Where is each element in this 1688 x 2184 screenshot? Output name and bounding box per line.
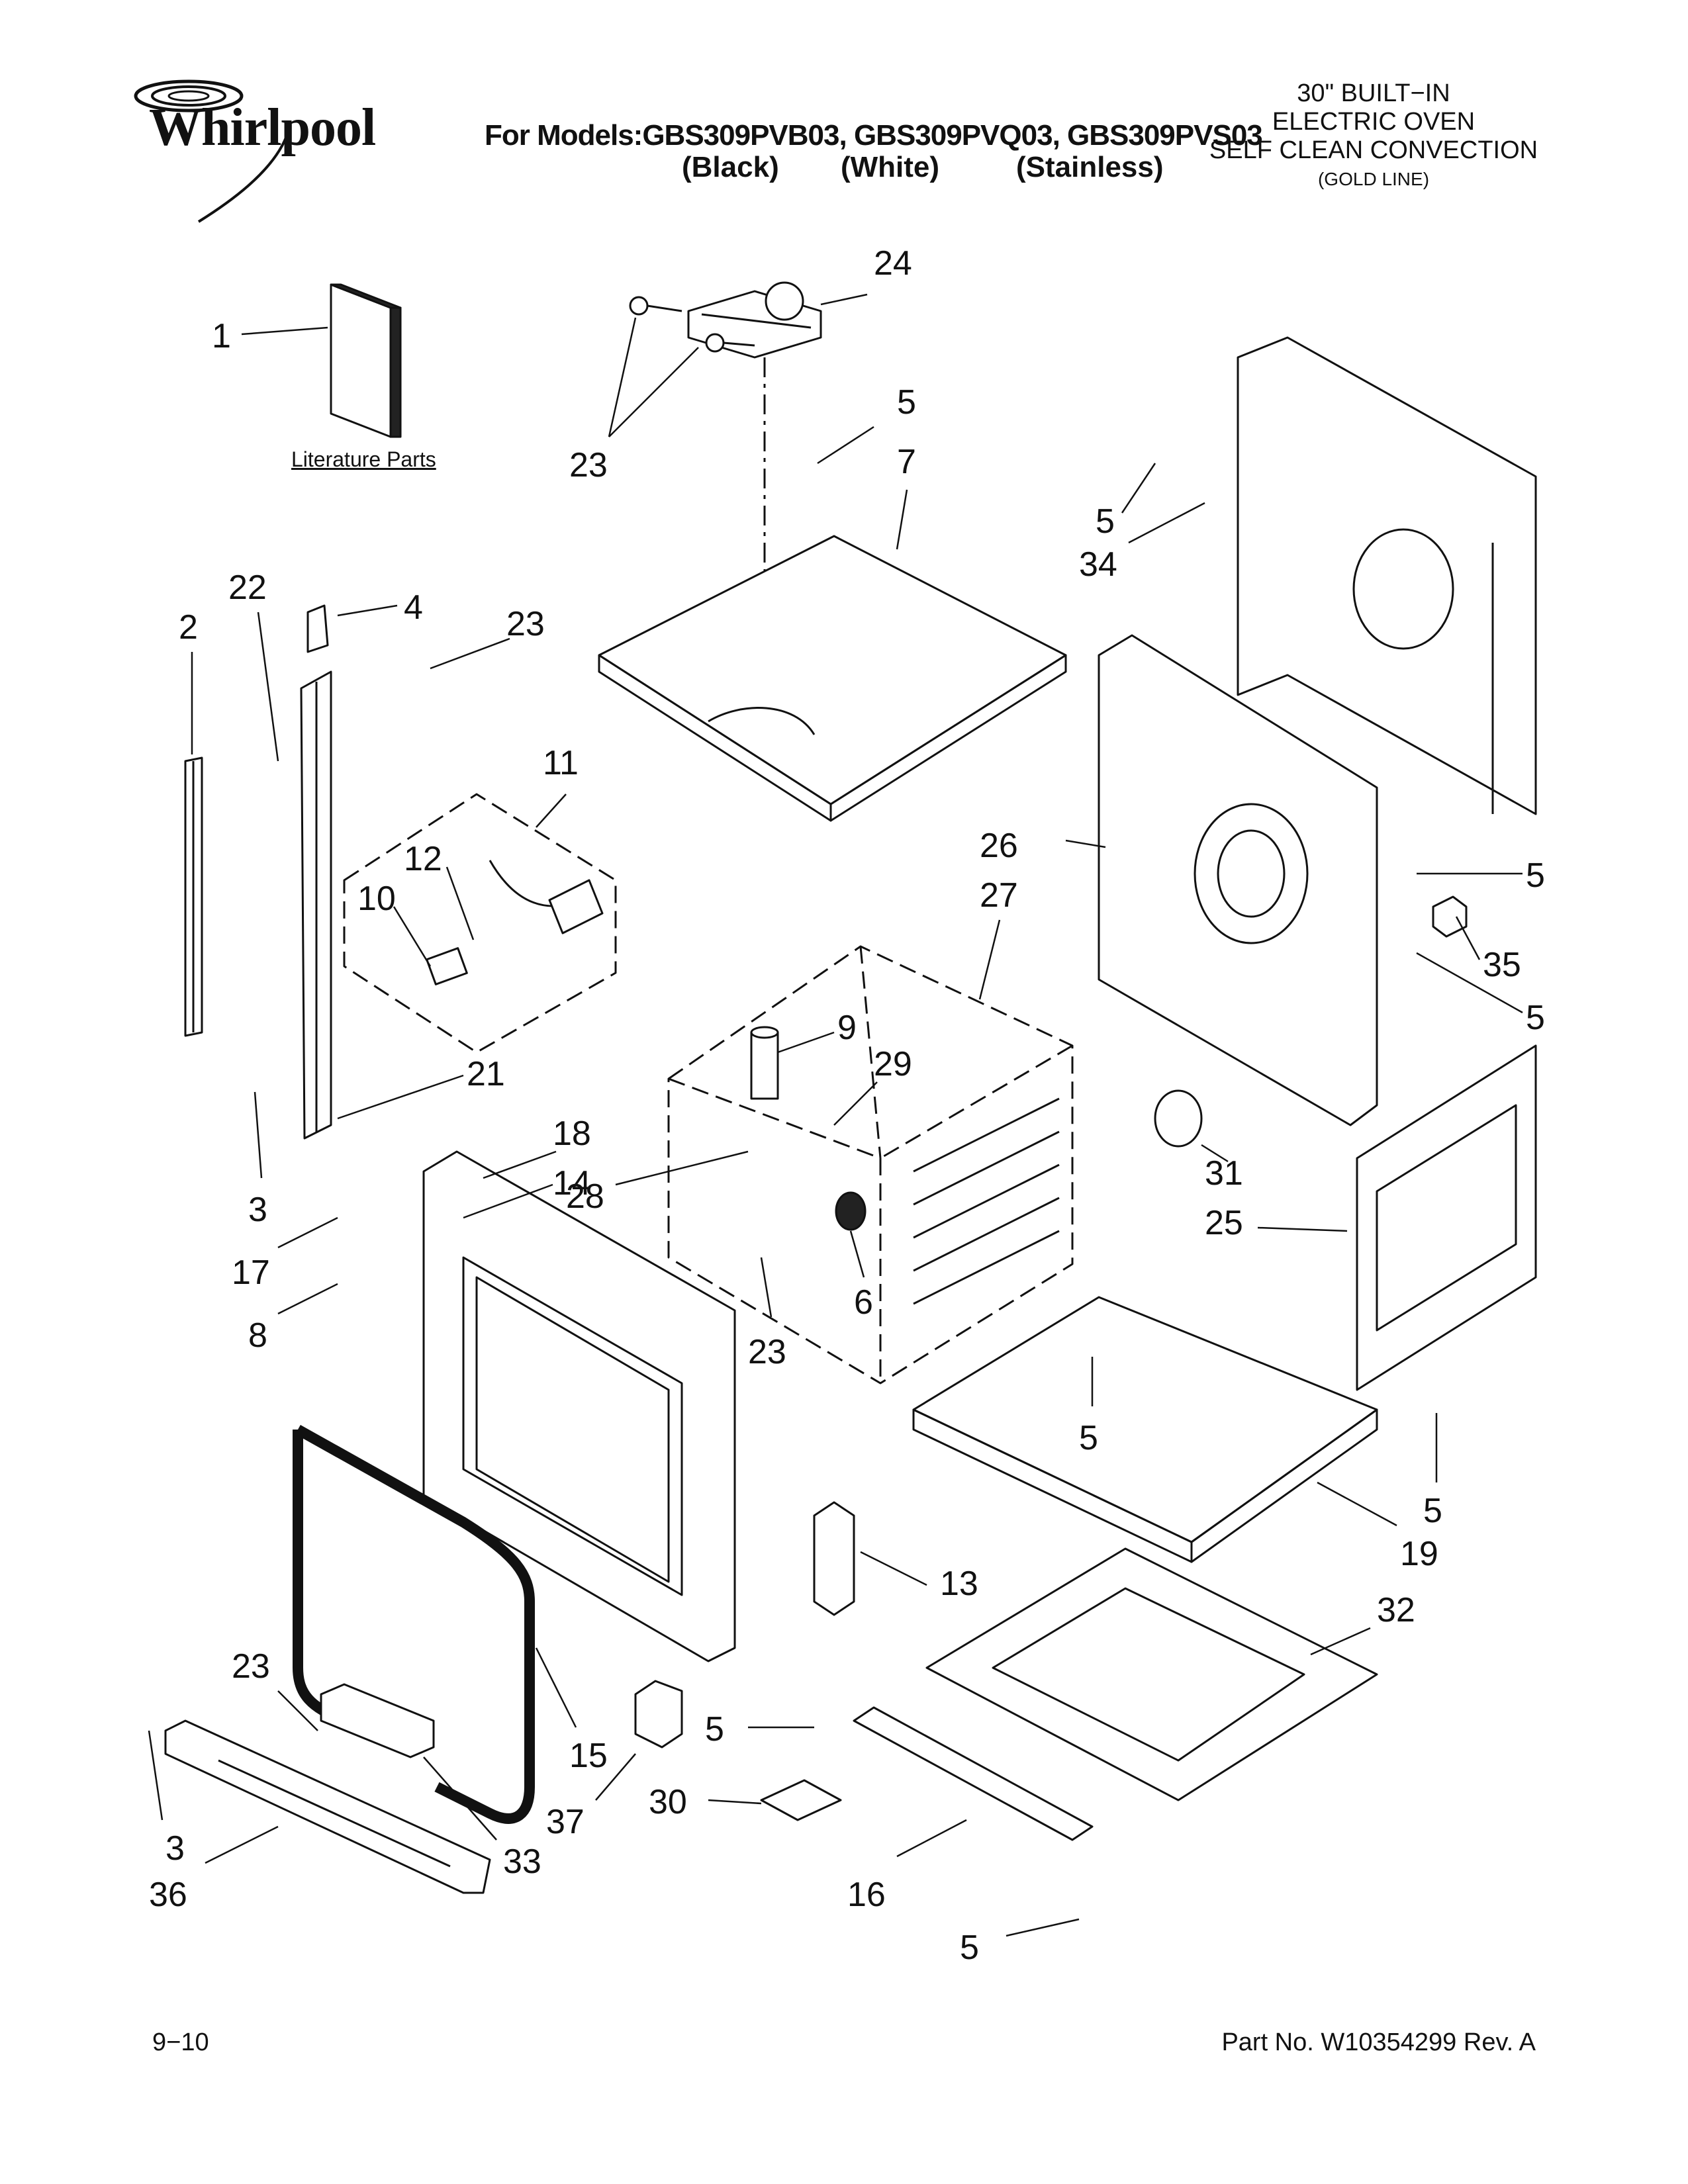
part-knob <box>835 1191 867 1231</box>
part-small-clip <box>1432 895 1468 938</box>
callout-5: 5 <box>1079 1419 1098 1457</box>
callout-18: 18 <box>553 1115 591 1153</box>
callout-23: 23 <box>748 1333 786 1371</box>
callout-5: 5 <box>897 383 916 422</box>
product-line-1: 30" BUILT−IN <box>1297 79 1450 107</box>
callout-12: 12 <box>404 840 442 878</box>
part-rear-panel <box>1237 336 1537 815</box>
part-bottom-panel <box>912 1296 1378 1563</box>
product-line-2: ELECTRIC OVEN <box>1272 108 1476 136</box>
callout-23: 23 <box>232 1647 270 1686</box>
callout-23: 23 <box>569 446 608 484</box>
date-code: 9−10 <box>152 2028 209 2056</box>
callout-34: 34 <box>1079 545 1117 584</box>
part-light-assembly-box <box>343 793 617 1054</box>
callout-28: 28 <box>566 1177 604 1216</box>
part-front-frame <box>422 1150 736 1662</box>
product-line-4: (GOLD LINE) <box>1317 169 1430 189</box>
color-stainless: (Stainless) <box>1016 151 1164 183</box>
callout-17: 17 <box>232 1253 270 1292</box>
callout-9: 9 <box>837 1009 857 1047</box>
part-element-mount <box>750 1026 779 1100</box>
part-toe-kick-vent <box>164 1719 491 1894</box>
part-base-pan <box>925 1547 1378 1801</box>
callout-3: 3 <box>248 1191 267 1229</box>
leader-lines <box>148 293 1523 1937</box>
part-cavity-rack-ribs <box>913 1097 1060 1305</box>
part-small-bracket <box>760 1779 842 1821</box>
part-number: Part No. W10354299 Rev. A <box>1221 2028 1536 2056</box>
callout-27: 27 <box>980 876 1018 915</box>
part-literature-booklet <box>330 283 402 438</box>
whirlpool-logo-text: Whirlpool <box>149 99 376 157</box>
callout-6: 6 <box>854 1283 873 1322</box>
callout-24: 24 <box>874 244 912 283</box>
callout-labels: 1 24 23 5 7 5 34 2 22 4 23 11 12 10 26 2… <box>149 244 1545 1967</box>
callout-30: 30 <box>649 1783 687 1821</box>
literature-parts-label: Literature Parts <box>291 447 436 471</box>
callout-5: 5 <box>1423 1492 1442 1530</box>
product-description: 30" BUILT−IN ELECTRIC OVEN SELF CLEAN CO… <box>1201 79 1546 193</box>
callout-36: 36 <box>149 1876 187 1914</box>
part-vent-strip <box>300 604 332 1140</box>
callout-21: 21 <box>467 1055 505 1093</box>
screw-icon <box>629 296 755 353</box>
models-line: For Models:GBS309PVB03, GBS309PVQ03, GBS… <box>485 119 1263 152</box>
callout-14: 14 <box>553 1164 591 1203</box>
callout-11: 11 <box>543 744 579 782</box>
callout-5: 5 <box>1096 502 1115 541</box>
callout-29: 29 <box>874 1045 912 1083</box>
callout-23: 23 <box>506 605 545 643</box>
callout-26: 26 <box>980 827 1018 865</box>
callout-1: 1 <box>212 317 231 355</box>
part-side-trim-strip <box>184 756 203 1037</box>
callout-5: 5 <box>1526 856 1545 895</box>
part-thermostat <box>1154 1089 1203 1148</box>
callout-22: 22 <box>228 569 267 607</box>
callout-5: 5 <box>1526 999 1545 1037</box>
callout-7: 7 <box>897 443 916 481</box>
callout-37: 37 <box>546 1803 585 1841</box>
whirlpool-logo-swoosh <box>134 79 289 223</box>
color-white: (White) <box>841 151 940 183</box>
part-side-panel <box>1356 1044 1537 1391</box>
callout-31: 31 <box>1205 1154 1243 1193</box>
part-lower-strip <box>853 1706 1094 1841</box>
callout-5: 5 <box>705 1710 724 1749</box>
part-top-panel <box>598 535 1067 822</box>
part-oven-cavity <box>667 945 1074 1385</box>
part-clip <box>634 1680 683 1749</box>
part-convection-cover <box>1098 634 1378 1126</box>
callout-32: 32 <box>1377 1591 1415 1629</box>
callout-15: 15 <box>569 1737 608 1775</box>
callout-3: 3 <box>165 1829 185 1868</box>
part-lower-bracket <box>320 1683 435 1758</box>
callout-16: 16 <box>847 1876 886 1914</box>
callout-33: 33 <box>503 1843 541 1881</box>
callout-5: 5 <box>960 1929 979 1967</box>
color-black: (Black) <box>682 151 779 183</box>
callout-13: 13 <box>940 1565 978 1603</box>
callout-25: 25 <box>1205 1204 1243 1242</box>
part-hinge <box>813 1501 855 1616</box>
callout-35: 35 <box>1483 946 1521 984</box>
callout-8: 8 <box>248 1316 267 1355</box>
callout-2: 2 <box>179 608 198 647</box>
callout-4: 4 <box>404 588 423 627</box>
callout-19: 19 <box>1400 1535 1438 1573</box>
product-line-3: SELF CLEAN CONVECTION <box>1209 136 1538 164</box>
callout-10: 10 <box>357 880 396 918</box>
